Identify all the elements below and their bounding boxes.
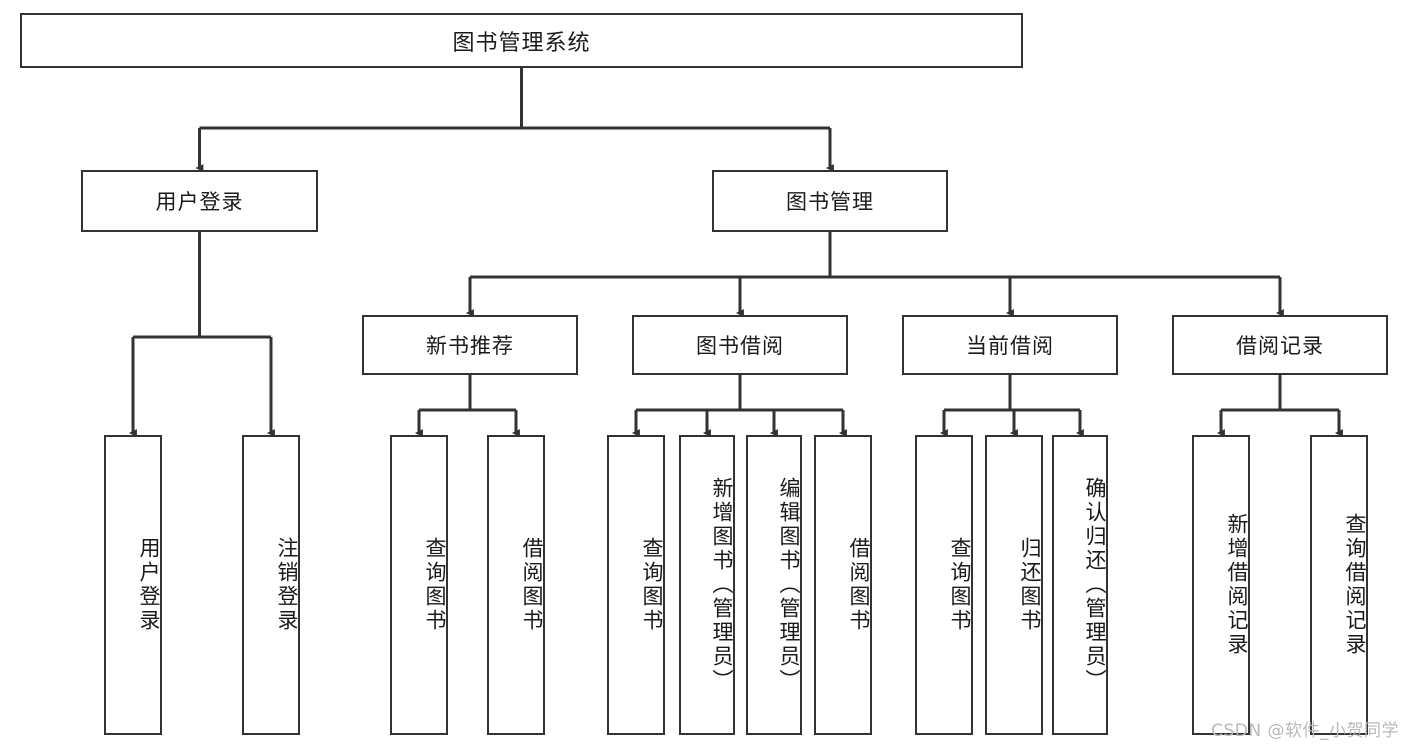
node-label: 借阅图书 [520, 537, 544, 633]
node-book-manage[interactable]: 图书管理 [712, 170, 948, 232]
node-label: 借阅记录 [1236, 334, 1324, 358]
node-label: 当前借阅 [966, 334, 1054, 358]
node-root[interactable]: 图书管理系统 [20, 13, 1023, 68]
node-label: 新书推荐 [426, 334, 514, 358]
node-leaf-query-book-1[interactable]: 查询图书 [390, 435, 448, 735]
node-leaf-query-book-2[interactable]: 查询图书 [607, 435, 665, 735]
node-label: 图书借阅 [696, 334, 784, 358]
node-label: 图书管理系统 [452, 30, 591, 56]
node-leaf-borrow-book-2[interactable]: 借阅图书 [814, 435, 872, 735]
node-current-borrow[interactable]: 当前借阅 [902, 315, 1118, 375]
node-label: 注销登录 [275, 537, 299, 633]
node-leaf-add-book[interactable]: 新增图书（管理员） [679, 435, 735, 735]
node-label: 查询图书 [423, 537, 447, 633]
csdn-watermark: CSDN @软件_小贺同学 [1211, 721, 1399, 741]
node-label: 编辑图书（管理员） [777, 477, 801, 693]
node-label: 用户登录 [137, 537, 161, 633]
node-leaf-logout[interactable]: 注销登录 [242, 435, 300, 735]
node-borrow-record[interactable]: 借阅记录 [1172, 315, 1388, 375]
node-label: 确认归还（管理员） [1083, 477, 1107, 693]
node-leaf-confirm-return[interactable]: 确认归还（管理员） [1052, 435, 1108, 735]
node-label: 用户登录 [155, 190, 244, 214]
node-label: 新增图书（管理员） [710, 477, 734, 693]
node-new-book-rec[interactable]: 新书推荐 [362, 315, 578, 375]
node-leaf-return-book[interactable]: 归还图书 [985, 435, 1043, 735]
node-leaf-query-book-3[interactable]: 查询图书 [915, 435, 973, 735]
node-leaf-edit-book[interactable]: 编辑图书（管理员） [746, 435, 802, 735]
node-label: 归还图书 [1018, 537, 1042, 633]
node-user-login[interactable]: 用户登录 [81, 170, 318, 232]
node-leaf-add-record[interactable]: 新增借阅记录 [1192, 435, 1250, 735]
node-leaf-query-record[interactable]: 查询借阅记录 [1310, 435, 1368, 735]
node-leaf-borrow-book-1[interactable]: 借阅图书 [487, 435, 545, 735]
node-label: 新增借阅记录 [1225, 513, 1249, 657]
node-leaf-user-login[interactable]: 用户登录 [104, 435, 162, 735]
node-label: 图书管理 [786, 190, 874, 214]
node-label: 查询图书 [948, 537, 972, 633]
node-label: 查询借阅记录 [1343, 513, 1367, 657]
node-label: 查询图书 [640, 537, 664, 633]
node-book-borrow[interactable]: 图书借阅 [632, 315, 848, 375]
node-label: 借阅图书 [847, 537, 871, 633]
